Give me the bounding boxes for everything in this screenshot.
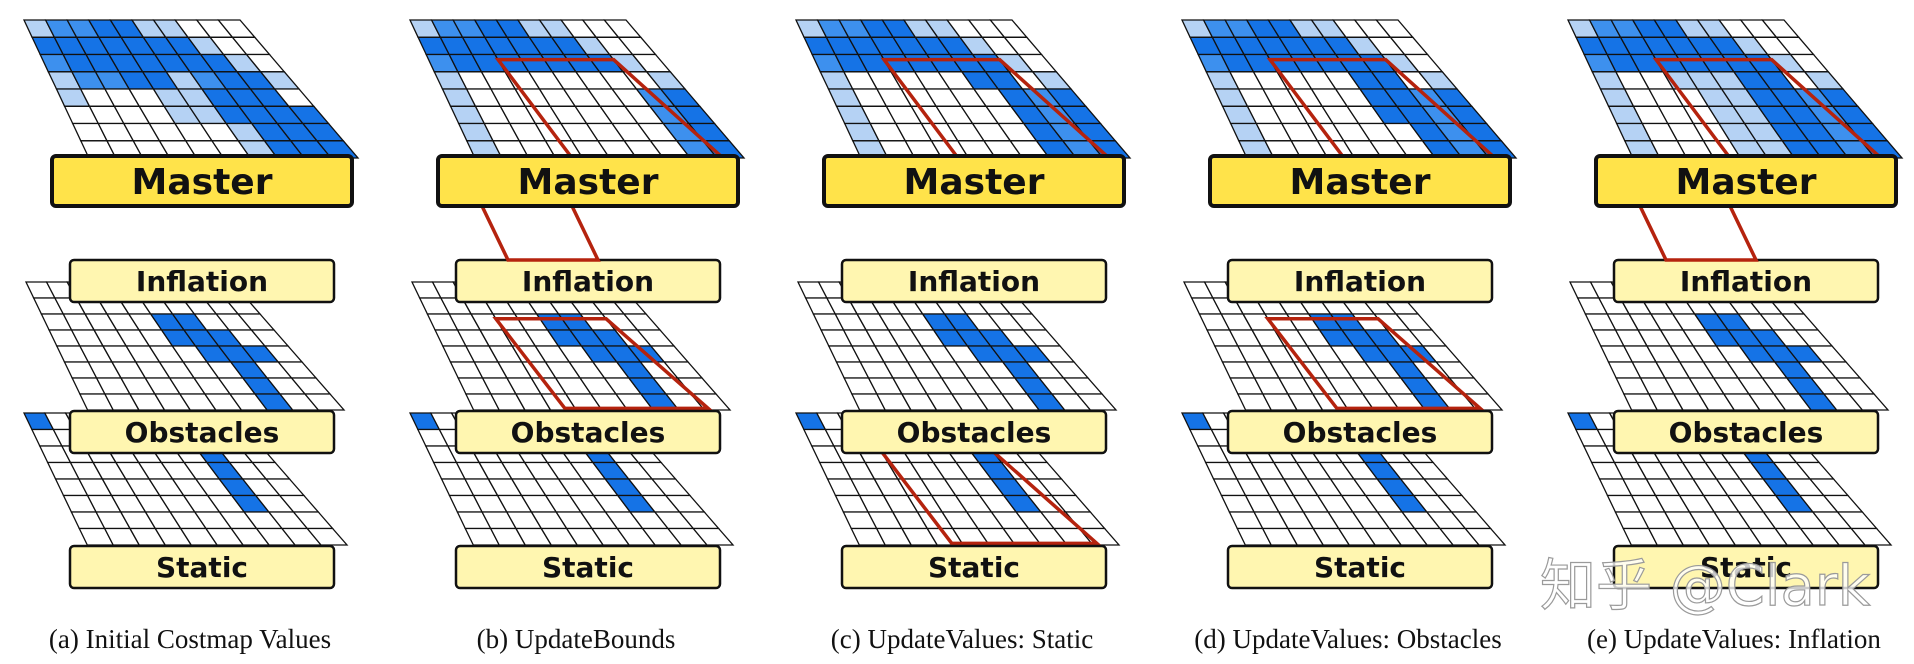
grid-cell [315, 140, 360, 159]
grid-cell [691, 527, 735, 546]
inflation-label-box [68, 258, 336, 304]
obstacles-grid [24, 281, 346, 411]
inflation-label-box [840, 258, 1108, 304]
master-label-box [1208, 154, 1512, 208]
obstacles-label-box [68, 409, 336, 455]
master-grid [408, 19, 746, 159]
panel-b: Static Obstacles Inflation Master (b) Update… [408, 19, 746, 654]
obstacles-label-text: Obstacles [1669, 416, 1824, 449]
static-label-box [1612, 544, 1880, 590]
master-label-text: Master [904, 162, 1045, 203]
panel-e: Static Obstacles Inflation Master (e) Update… [1566, 19, 1904, 654]
master-grid [1180, 19, 1518, 159]
grid-cell [1075, 393, 1118, 411]
static-layer-label: Static [454, 544, 722, 590]
static-label-box [1226, 544, 1494, 590]
grid-cell [1463, 527, 1507, 546]
master-grid [794, 19, 1132, 159]
static-label-text: Static [1314, 551, 1406, 584]
panel-caption: (d) UpdateValues: Obstacles [1194, 624, 1501, 654]
obstacles-layer-label: Obstacles [1226, 409, 1494, 455]
master-label-text: Master [1676, 162, 1817, 203]
master-label-text: Master [1290, 162, 1431, 203]
inflation-layer-label: Inflation [1612, 258, 1880, 304]
master-grid [22, 19, 360, 159]
obstacles-layer-label: Obstacles [1612, 409, 1880, 455]
grid-cell [689, 393, 732, 411]
grid-cell [1849, 527, 1893, 546]
obstacles-label-text: Obstacles [897, 416, 1052, 449]
static-layer-label: Static [68, 544, 336, 590]
static-label-box [840, 544, 1108, 590]
inflation-update-bounds [480, 205, 601, 262]
master-label-text: Master [132, 162, 273, 203]
obstacles-layer-label: Obstacles [454, 409, 722, 455]
panels: Static Obstacles Inflation Master (a) Initia… [22, 19, 1904, 654]
master-layer-label: Master [1208, 154, 1512, 208]
static-label-box [68, 544, 336, 590]
obstacles-label-text: Obstacles [511, 416, 666, 449]
grid-cell [1859, 140, 1904, 159]
master-layer-label: Master [436, 154, 740, 208]
master-label-text: Master [518, 162, 659, 203]
inflation-layer-label: Inflation [1226, 258, 1494, 304]
inflation-label-text: Inflation [1294, 265, 1426, 298]
inflation-label-text: Inflation [1680, 265, 1812, 298]
obstacles-label-text: Obstacles [1283, 416, 1438, 449]
master-label-box [50, 154, 354, 208]
watermark-text: 知乎 @Clark [1540, 554, 1871, 619]
static-layer-label: Static [1612, 544, 1880, 590]
obstacles-update-bounds [492, 317, 713, 411]
obstacles-layer-label: Obstacles [840, 409, 1108, 455]
master-layer-label: Master [822, 154, 1126, 208]
grid-cell [303, 393, 346, 411]
inflation-label-text: Inflation [908, 265, 1040, 298]
obstacles-label-box [1612, 409, 1880, 455]
grid-cell [1087, 140, 1132, 159]
obstacles-label-box [840, 409, 1108, 455]
inflation-label-text: Inflation [136, 265, 268, 298]
panel-c: Static Obstacles Inflation Master (c) Update… [794, 19, 1132, 654]
obstacles-update-bounds [1264, 317, 1485, 411]
obstacles-label-box [1226, 409, 1494, 455]
grid-cell [1461, 393, 1504, 411]
obstacles-layer-label: Obstacles [68, 409, 336, 455]
panel-a: Static Obstacles Inflation Master (a) Initia… [22, 19, 360, 654]
inflation-label-text: Inflation [522, 265, 654, 298]
static-label-text: Static [156, 551, 248, 584]
grid-cell [1847, 393, 1890, 411]
static-label-box [454, 544, 722, 590]
static-label-text: Static [1700, 551, 1792, 584]
master-label-box [822, 154, 1126, 208]
inflation-layer-label: Inflation [454, 258, 722, 304]
master-layer-label: Master [50, 154, 354, 208]
grid-cell [1077, 527, 1121, 546]
inflation-layer-label: Inflation [840, 258, 1108, 304]
panel-caption: (e) UpdateValues: Inflation [1587, 624, 1881, 654]
obstacles-label-text: Obstacles [125, 416, 280, 449]
grid-cell [1473, 140, 1518, 159]
inflation-label-box [1226, 258, 1494, 304]
static-label-text: Static [542, 551, 634, 584]
master-grid [1566, 19, 1904, 159]
static-layer-label: Static [840, 544, 1108, 590]
panel-caption: (a) Initial Costmap Values [49, 624, 331, 654]
static-layer-label: Static [1226, 544, 1494, 590]
panel-d: Static Obstacles Inflation Master (d) Update… [1180, 19, 1518, 654]
panel-caption: (c) UpdateValues: Static [831, 624, 1093, 654]
master-label-box [436, 154, 740, 208]
inflation-layer-label: Inflation [68, 258, 336, 304]
grid-cell [305, 527, 349, 546]
static-label-text: Static [928, 551, 1020, 584]
master-layer-label: Master [1594, 154, 1898, 208]
master-label-box [1594, 154, 1898, 208]
inflation-update-bounds [1638, 205, 1759, 262]
panel-caption: (b) UpdateBounds [477, 624, 676, 654]
grid-cell [701, 140, 746, 159]
obstacles-label-box [454, 409, 722, 455]
